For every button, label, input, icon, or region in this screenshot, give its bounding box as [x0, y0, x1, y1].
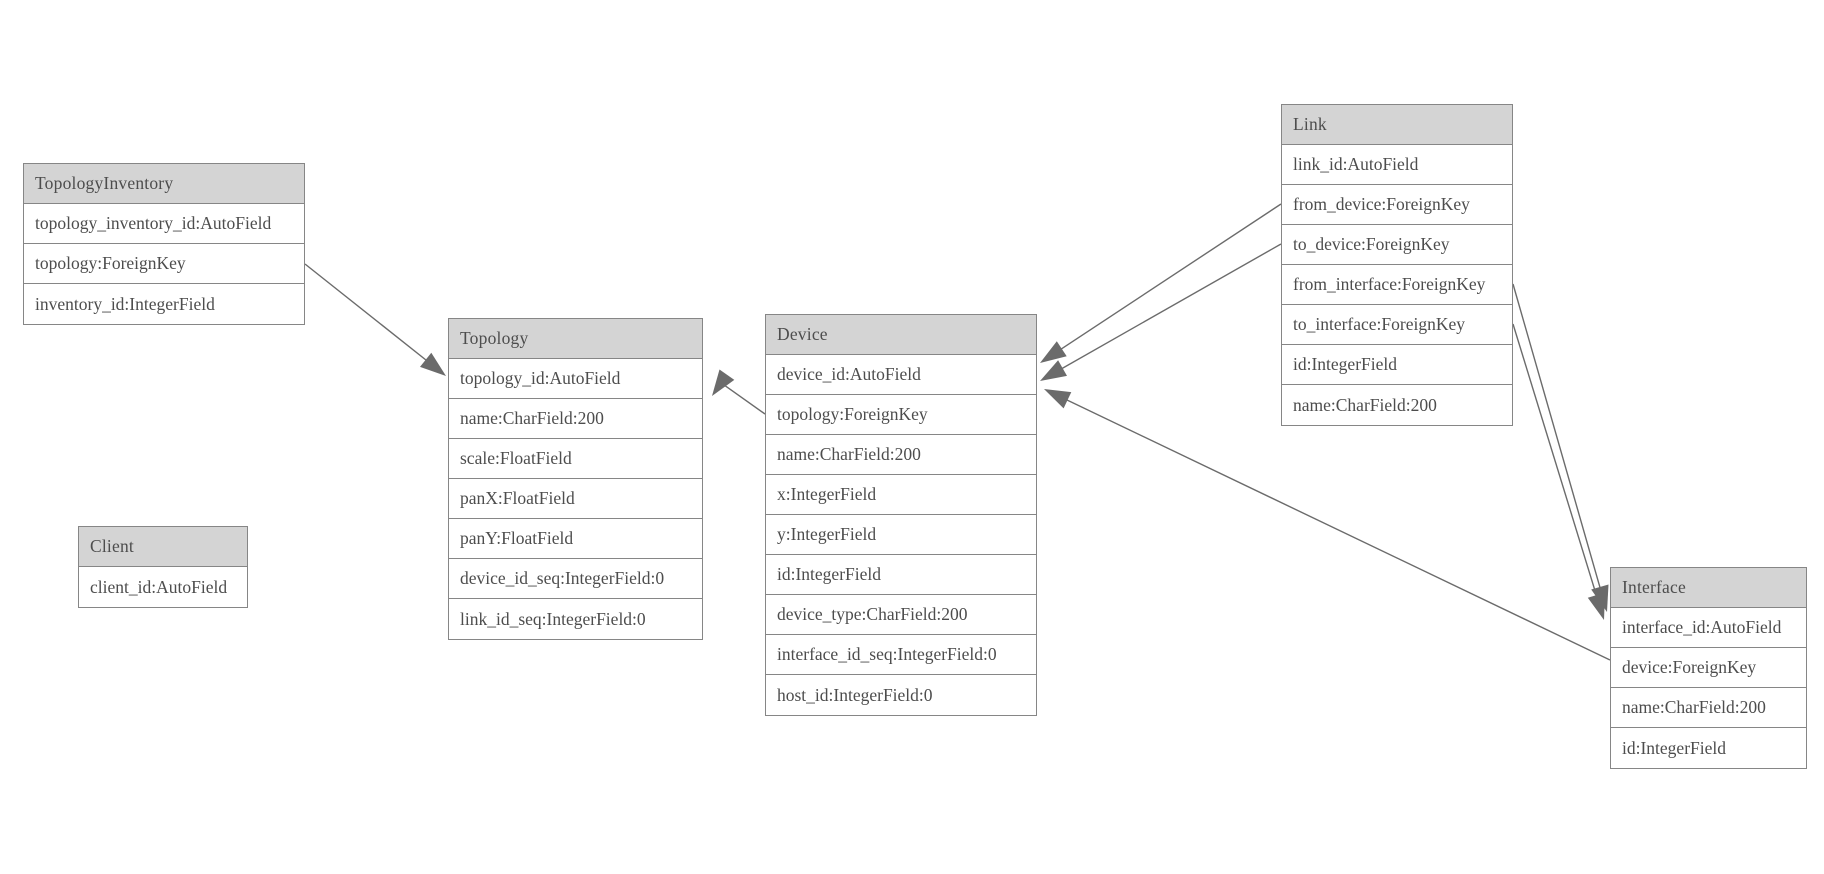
entity-interface-title: Interface	[1611, 568, 1806, 608]
entity-topology-inventory-field-inventory_id: inventory_id:IntegerField	[24, 284, 304, 324]
entity-interface-field-name: name:CharField:200	[1611, 688, 1806, 728]
edge-link-tointerface-interface-line	[1512, 323, 1600, 605]
edge-link-fromdevice-device-line	[1053, 203, 1282, 355]
entity-client-field-client_id: client_id:AutoField	[79, 567, 247, 607]
entity-topology-field-scale: scale:FloatField	[449, 439, 702, 479]
edge-topologyinventory-topology-arrowhead	[420, 352, 446, 376]
entity-device-field-id: id:IntegerField	[766, 555, 1036, 595]
entity-device-field-name: name:CharField:200	[766, 435, 1036, 475]
entity-device-title: Device	[766, 315, 1036, 355]
entity-device-field-topology: topology:ForeignKey	[766, 395, 1036, 435]
entity-device-field-y: y:IntegerField	[766, 515, 1036, 555]
edge-link-frominterface-interface-line	[1512, 283, 1604, 597]
entity-client-title: Client	[79, 527, 247, 567]
entity-link-field-link_id: link_id:AutoField	[1282, 145, 1512, 185]
entity-link-field-name: name:CharField:200	[1282, 385, 1512, 425]
entity-interface-field-id: id:IntegerField	[1611, 728, 1806, 768]
entity-link-field-to_device: to_device:ForeignKey	[1282, 225, 1512, 265]
edge-link-tointerface-interface-arrowhead	[1587, 592, 1605, 620]
edge-interface-device-arrowhead	[1044, 389, 1072, 409]
entity-topology-field-name: name:CharField:200	[449, 399, 702, 439]
edge-device-topology-arrowhead	[712, 369, 735, 396]
entity-device-field-host_id: host_id:IntegerField:0	[766, 675, 1036, 715]
entity-link-field-to_interface: to_interface:ForeignKey	[1282, 305, 1512, 345]
entity-link-field-id: id:IntegerField	[1282, 345, 1512, 385]
entity-topology-field-link_id_seq: link_id_seq:IntegerField:0	[449, 599, 702, 639]
entity-device-field-device_id: device_id:AutoField	[766, 355, 1036, 395]
edge-link-todevice-device-line	[1053, 243, 1282, 374]
edge-link-fromdevice-device-arrowhead	[1040, 341, 1067, 363]
entity-topology-field-panY: panY:FloatField	[449, 519, 702, 559]
entity-link-field-from_device: from_device:ForeignKey	[1282, 185, 1512, 225]
entity-topology-inventory-field-topology_inventory_id: topology_inventory_id:AutoField	[24, 204, 304, 244]
entity-device-field-interface_id_seq: interface_id_seq:IntegerField:0	[766, 635, 1036, 675]
entity-topology-field-device_id_seq: device_id_seq:IntegerField:0	[449, 559, 702, 599]
edge-topologyinventory-topology-line	[304, 263, 434, 367]
entity-link-title: Link	[1282, 105, 1512, 145]
entity-interface-field-interface_id: interface_id:AutoField	[1611, 608, 1806, 648]
entity-device-field-device_type: device_type:CharField:200	[766, 595, 1036, 635]
edge-device-topology-line	[720, 382, 766, 415]
entity-topology-inventory-title: TopologyInventory	[24, 164, 304, 204]
entity-device-field-x: x:IntegerField	[766, 475, 1036, 515]
entity-topology-inventory-field-topology: topology:ForeignKey	[24, 244, 304, 284]
entity-topology-field-topology_id: topology_id:AutoField	[449, 359, 702, 399]
entity-link-field-from_interface: from_interface:ForeignKey	[1282, 265, 1512, 305]
edge-interface-device-line	[1058, 395, 1611, 661]
entity-topology-title: Topology	[449, 319, 702, 359]
entity-interface-field-device: device:ForeignKey	[1611, 648, 1806, 688]
edge-link-todevice-device-arrowhead	[1040, 360, 1067, 381]
entity-topology-field-panX: panX:FloatField	[449, 479, 702, 519]
